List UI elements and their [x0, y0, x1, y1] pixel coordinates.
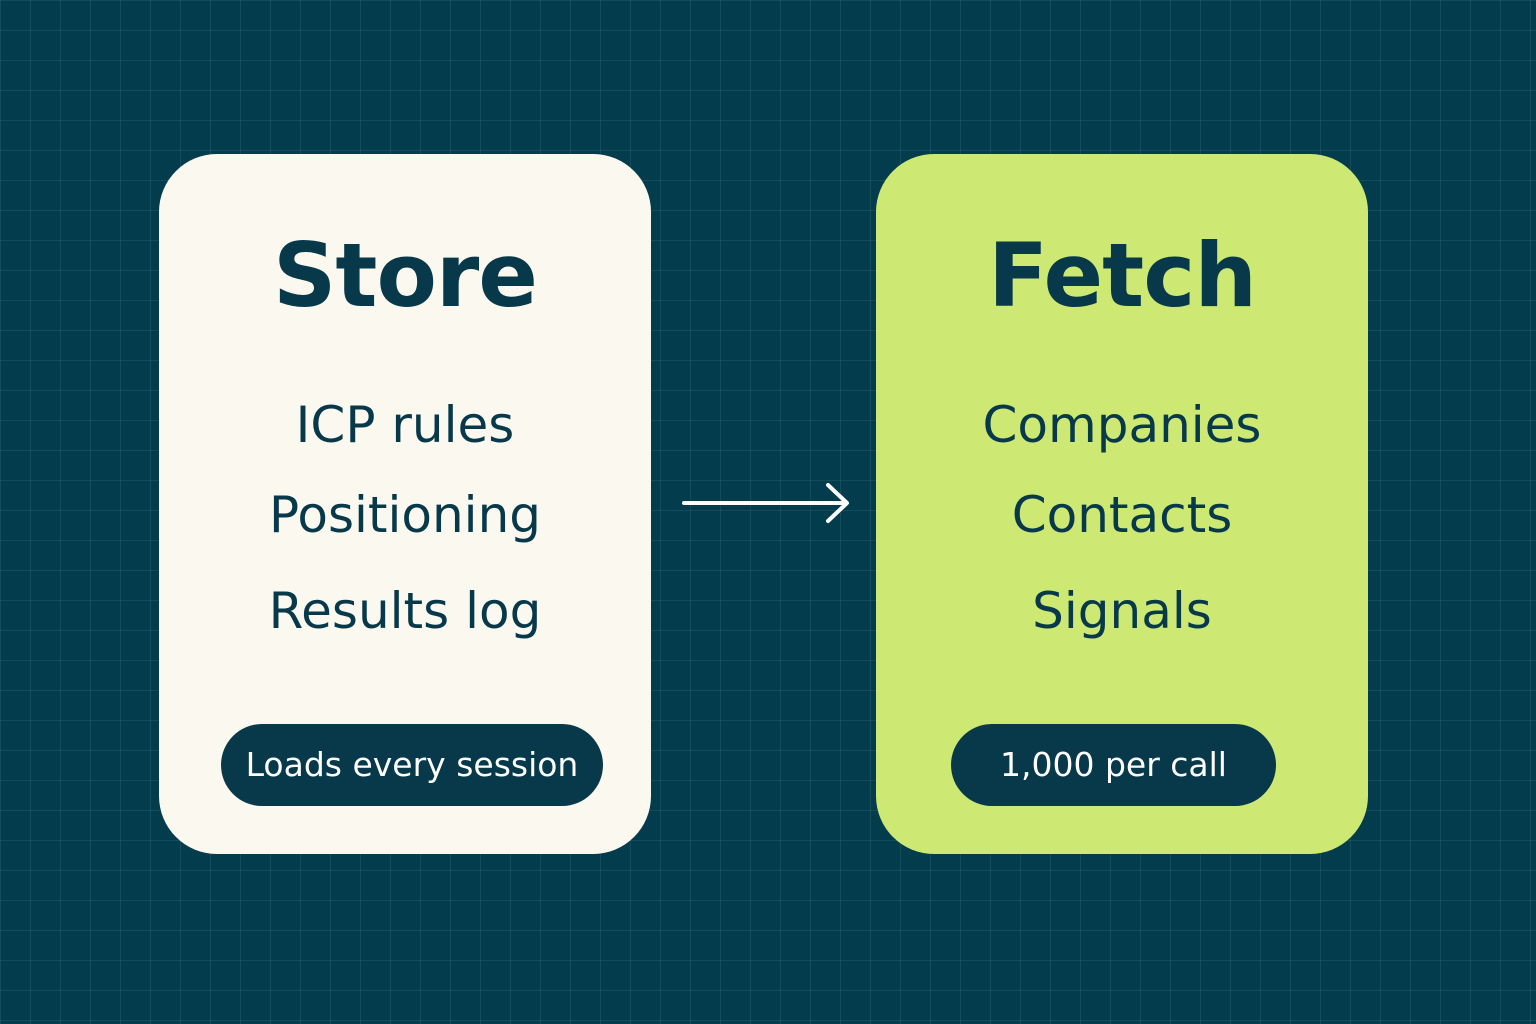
right-arrow-icon	[682, 483, 849, 523]
fetch-item-signals: Signals	[1032, 582, 1212, 640]
fetch-item-companies: Companies	[982, 396, 1262, 454]
store-item-positioning: Positioning	[269, 486, 541, 544]
fetch-badge: 1,000 per call	[951, 724, 1276, 806]
fetch-title: Fetch	[987, 224, 1257, 327]
store-card: Store ICP rules Positioning Results log …	[159, 154, 651, 854]
store-title: Store	[273, 224, 538, 327]
store-badge: Loads every session	[221, 724, 603, 806]
fetch-card: Fetch Companies Contacts Signals 1,000 p…	[876, 154, 1368, 854]
fetch-item-contacts: Contacts	[1011, 486, 1233, 544]
store-item-results-log: Results log	[268, 582, 542, 640]
store-item-icp-rules: ICP rules	[295, 396, 515, 454]
